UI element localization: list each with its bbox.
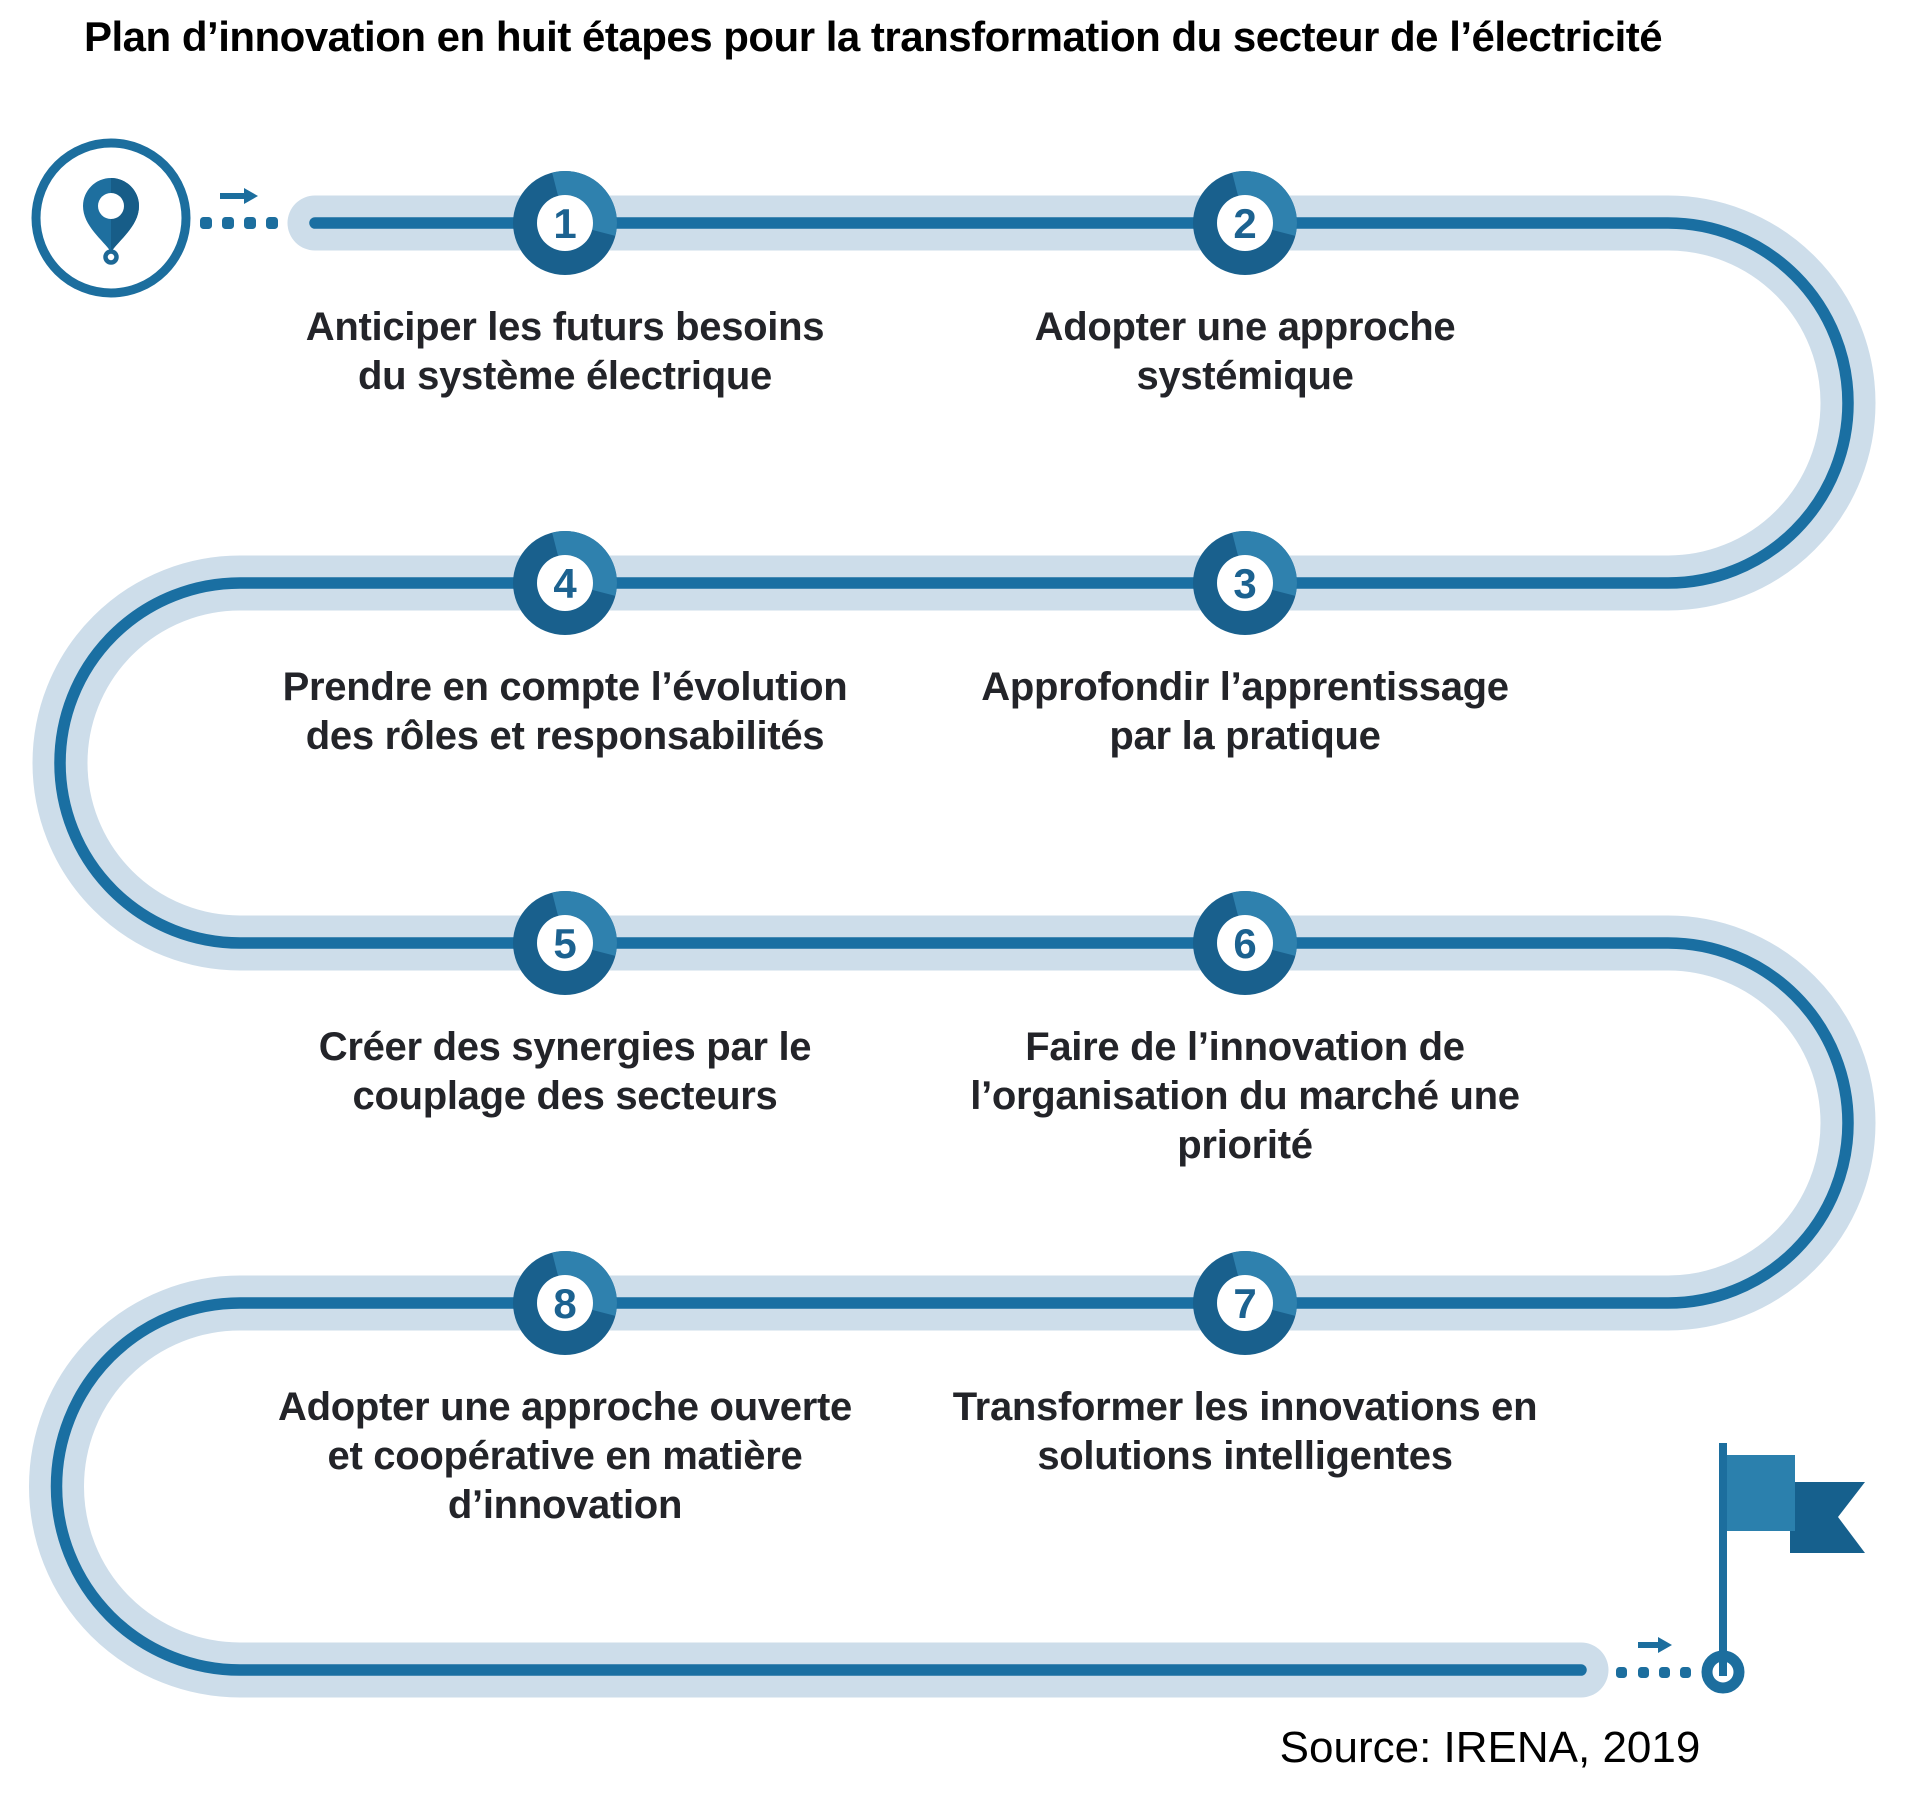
path-wire: [50, 217, 1854, 1676]
step-badge-2: 2: [1193, 171, 1297, 275]
step-label-3: Approfondir l’apprentissage par la prati…: [981, 665, 1509, 758]
step-number: 6: [1233, 920, 1256, 967]
step-number: 4: [553, 560, 577, 607]
step-badge-5: 5: [513, 891, 617, 995]
step-badge-6: 6: [1193, 891, 1297, 995]
start-dotted-arrow-icon: [200, 188, 278, 229]
source-note: Source: IRENA, 2019: [1279, 1723, 1701, 1772]
step-number: 7: [1233, 1280, 1256, 1327]
step-label-2: Adopter une approche systémique: [1034, 305, 1456, 398]
step-label-6: Faire de l’innovation de l’organisation …: [970, 1025, 1520, 1167]
step-label-7: Transformer les innovations en solutions…: [952, 1385, 1538, 1478]
step-label-5: Créer des synergies par le couplage des …: [318, 1025, 812, 1118]
step-number: 3: [1233, 560, 1256, 607]
step-number: 1: [553, 200, 576, 247]
end-dotted-arrow-icon: [1616, 1637, 1691, 1678]
step-label-4: Prendre en compte l’évolution des rôles …: [282, 665, 848, 758]
step-badge-3: 3: [1193, 531, 1297, 635]
step-badge-4: 4: [513, 531, 617, 635]
step-badge-8: 8: [513, 1251, 617, 1355]
step-number: 5: [553, 920, 576, 967]
page-title: Plan d’innovation en huit étapes pour la…: [84, 13, 1663, 60]
step-badge-7: 7: [1193, 1251, 1297, 1355]
step-label-1: Anticiper les futurs besoins du système …: [305, 305, 825, 398]
start-location-pin-icon: [31, 138, 191, 298]
step-label-8: Adopter une approche ouverte et coopérat…: [278, 1385, 852, 1527]
step-number: 2: [1233, 200, 1256, 247]
step-badge-1: 1: [513, 171, 617, 275]
step-number: 8: [553, 1280, 576, 1327]
finish-flag-icon: [1701, 1443, 1865, 1694]
